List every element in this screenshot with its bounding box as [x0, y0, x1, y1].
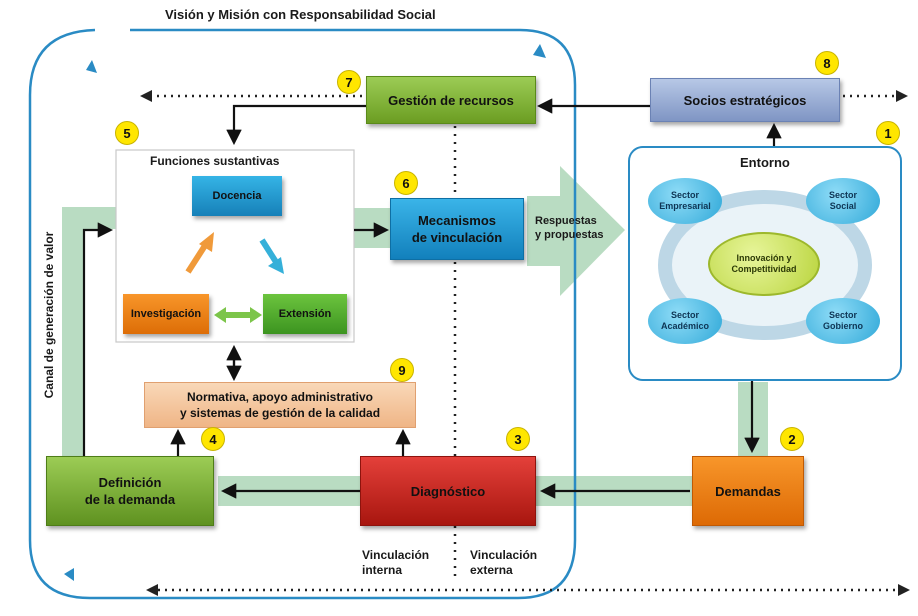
- badge-5: 5: [115, 121, 139, 145]
- badge-7: 7: [337, 70, 361, 94]
- sector-social-orb: Sector Social: [806, 178, 880, 224]
- vision-frame: [28, 28, 577, 600]
- definicion-line1: Definición: [98, 475, 162, 490]
- extension-label: Extensión: [278, 308, 332, 320]
- sector-empresarial-line1: Sector: [670, 190, 699, 200]
- dotted-bottom-arrow-left: [146, 584, 158, 596]
- demandas-label: Demandas: [715, 483, 781, 499]
- docencia-box: Docencia: [192, 176, 282, 216]
- inner-arrows: [185, 232, 284, 323]
- innovacion-orb: Innovación y Competitividad: [708, 232, 820, 296]
- respuestas-line2: y propuestas: [535, 229, 604, 241]
- socios-box: Socios estratégicos: [650, 78, 840, 122]
- badge-4: 4: [201, 427, 225, 451]
- vinculacion-interna-line1: Vinculación: [362, 548, 430, 562]
- mecanismos-line2: de vinculación: [411, 230, 503, 245]
- vinculacion-externa-line1: Vinculación: [470, 548, 538, 562]
- entorno-title: Entorno: [740, 155, 790, 170]
- badge-9: 9: [390, 358, 414, 382]
- extension-box: Extensión: [263, 294, 347, 334]
- normativa-box: Normativa, apoyo administrativo y sistem…: [144, 382, 416, 428]
- vinculacion-interna-label: Vinculación interna: [362, 548, 429, 578]
- connector-arrows: [82, 98, 782, 499]
- badge-8: 8: [815, 51, 839, 75]
- badge-6: 6: [394, 171, 418, 195]
- gestion-recursos-label: Gestión de recursos: [388, 92, 514, 108]
- sector-social-line1: Sector: [828, 190, 857, 200]
- definicion-box: Definición de la demanda: [46, 456, 214, 526]
- sector-academico-line2: Académico: [660, 321, 710, 331]
- socios-label: Socios estratégicos: [683, 92, 807, 108]
- vinculacion-interna-line2: interna: [362, 563, 403, 577]
- innovacion-line2: Competitividad: [731, 264, 797, 274]
- normativa-line2: y sistemas de gestión de la calidad: [179, 406, 381, 420]
- frame-arrow-top: [533, 44, 546, 58]
- side-label: Canal de generación de valor: [42, 231, 56, 399]
- dotted-top-arrow-right: [896, 90, 908, 102]
- sector-gobierno-line2: Gobierno: [823, 321, 863, 331]
- sector-empresarial-line2: Empresarial: [659, 201, 711, 211]
- sector-empresarial-orb: Sector Empresarial: [648, 178, 722, 224]
- vinculacion-externa-label: Vinculación externa: [470, 548, 537, 578]
- investigacion-label: Investigación: [130, 308, 202, 320]
- sector-gobierno-orb: Sector Gobierno: [806, 298, 880, 344]
- gestion-recursos-box: Gestión de recursos: [366, 76, 536, 124]
- normativa-line1: Normativa, apoyo administrativo: [186, 390, 374, 404]
- badge-1: 1: [876, 121, 900, 145]
- frame-arrow-left: [86, 60, 97, 73]
- sector-social-line2: Social: [829, 201, 857, 211]
- sector-gobierno-line1: Sector: [828, 310, 857, 320]
- definicion-line2: de la demanda: [84, 492, 176, 507]
- demandas-box: Demandas: [692, 456, 804, 526]
- badge-2: 2: [780, 427, 804, 451]
- sector-academico-line1: Sector: [670, 310, 699, 320]
- diagnostico-label: Diagnóstico: [410, 483, 486, 499]
- mecanismos-box: Mecanismos de vinculación: [390, 198, 524, 260]
- sector-academico-orb: Sector Académico: [648, 298, 722, 344]
- docencia-label: Docencia: [212, 190, 262, 202]
- innovacion-line1: Innovación y: [736, 253, 792, 263]
- dotted-top-arrow-left: [140, 90, 152, 102]
- diagnostico-box: Diagnóstico: [360, 456, 536, 526]
- frame-arrow-bottom: [64, 568, 74, 581]
- vinculacion-externa-line2: externa: [470, 563, 513, 577]
- badge-3: 3: [506, 427, 530, 451]
- funciones-title: Funciones sustantivas: [150, 154, 280, 168]
- dotted-bottom-arrow-right: [898, 584, 910, 596]
- respuestas-line1: Respuestas: [535, 215, 597, 227]
- investigacion-box: Investigación: [123, 294, 209, 334]
- respuestas-label: Respuestas y propuestas: [535, 214, 603, 242]
- mecanismos-line1: Mecanismos: [417, 213, 497, 228]
- page-title: Visión y Misión con Responsabilidad Soci…: [165, 7, 436, 22]
